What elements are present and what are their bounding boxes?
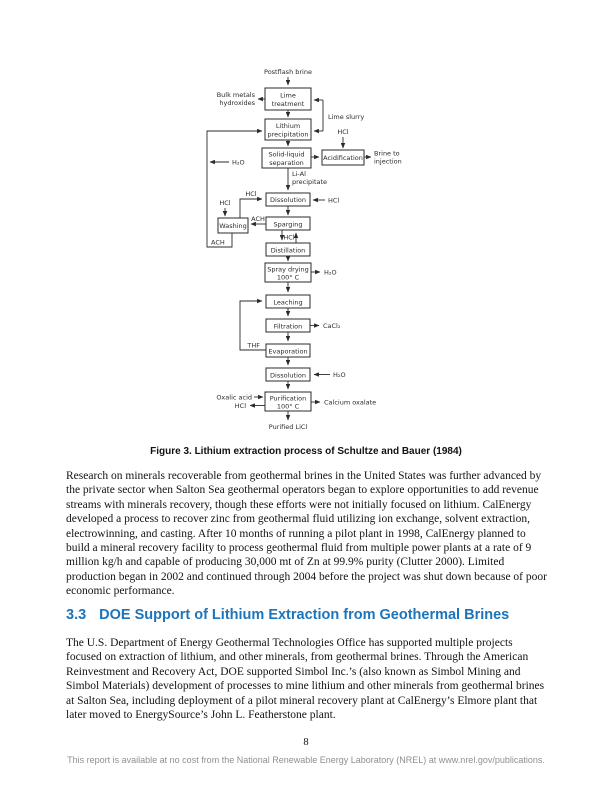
flow-label-lime-slurry: Lime slurry (328, 113, 364, 121)
figure-caption: Figure 3. Lithium extraction process of … (150, 446, 462, 457)
flow-label-purified-licl: Purified LiCl (269, 423, 308, 431)
flow-label-purif-1: Purification (270, 395, 307, 403)
flow-label-hcl-wash-out: HCl (245, 190, 256, 198)
flow-label-lithium-2: precipitation (268, 131, 309, 139)
flow-label-h2o-dissolution: H₂O (333, 371, 346, 379)
flow-label-lime-2: treatment (272, 100, 305, 108)
flow-label-leaching: Leaching (273, 299, 302, 307)
flow-box-sparging (265, 216, 311, 231)
footer-note: This report is available at no cost from… (67, 755, 545, 765)
flow-label-oxalic-acid: Oxalic acid (216, 394, 252, 402)
flow-label-lithium-1: Lithium (276, 122, 300, 130)
page-number: 8 (303, 737, 309, 748)
lithium-extraction-flowchart: Postflash brine Lime treatment Bulk meta… (206, 68, 402, 431)
flow-label-lial-1: Li-Al (292, 170, 306, 178)
flow-label-distillation: Distillation (271, 247, 306, 255)
section-title: DOE Support of Lithium Extraction from G… (99, 607, 510, 623)
flow-label-solid-2: separation (269, 159, 304, 167)
flow-box-washing (217, 217, 249, 234)
section-heading: 3.3 DOE Support of Lithium Extraction fro… (66, 607, 566, 623)
flow-label-solid-1: Solid-liquid (269, 151, 305, 159)
flow-recycle-thf (239, 298, 266, 351)
figure-3: Postflash brine Lime treatment Bulk meta… (206, 68, 402, 431)
flow-label-dissolution-1: Dissolution (270, 196, 306, 204)
flow-line-washing-to-dissolution (239, 196, 263, 218)
flow-label-brine-2: injection (374, 158, 402, 166)
flow-label-thf: THF (246, 342, 260, 350)
flow-label-hcl-dissolution: HCl (328, 197, 339, 205)
flow-box-acidification (321, 149, 365, 166)
flow-label-filtration: Filtration (274, 323, 303, 331)
flow-label-dissolution-2: Dissolution (270, 372, 306, 380)
flow-label-sparging: Sparging (274, 221, 303, 229)
flow-label-hcl-distill: HCl (283, 234, 294, 242)
flow-label-bulk-metals-1: Bulk metals (217, 91, 256, 99)
body-paragraph-1: Research on minerals recoverable from ge… (66, 470, 547, 598)
flow-label-hcl-acidification: HCl (337, 128, 348, 136)
flow-label-spray-1: Spray drying (267, 266, 309, 274)
flow-label-lial-2: precipitate (292, 178, 327, 186)
flow-label-spray-2: 100° C (277, 274, 300, 282)
flow-label-hcl-wash-top: HCl (219, 199, 230, 207)
flow-label-ach-sparge: ACH (251, 215, 265, 223)
flow-label-cacl2: CaCl₂ (323, 322, 341, 330)
flow-recycle-line (206, 128, 263, 248)
flow-label-evaporation: Evaporation (268, 348, 307, 356)
flow-label-ach-loop: ACH (211, 239, 225, 247)
flow-label-purif-2: 100° C (277, 403, 300, 411)
flow-label-calcium-oxalate: Calcium oxalate (324, 399, 376, 407)
flow-label-lime-1: Lime (280, 92, 296, 100)
flow-box-solid-liquid-separation (261, 147, 312, 169)
flow-label-postflash-brine: Postflash brine (264, 68, 312, 76)
flow-label-h2o-spray: H₂O (324, 269, 337, 277)
flow-label-washing: Washing (219, 222, 247, 230)
flow-label-acidification: Acidification (323, 154, 363, 162)
body-paragraph-2: The U.S. Department of Energy Geothermal… (66, 637, 545, 722)
flow-label-h2o-left: H₂O (232, 159, 245, 167)
section-number: 3.3 (66, 607, 87, 623)
flow-label-hcl-purification: HCl (235, 402, 246, 410)
flow-label-brine-1: Brine to (374, 150, 400, 158)
flow-label-bulk-metals-2: hydroxides (219, 99, 255, 107)
